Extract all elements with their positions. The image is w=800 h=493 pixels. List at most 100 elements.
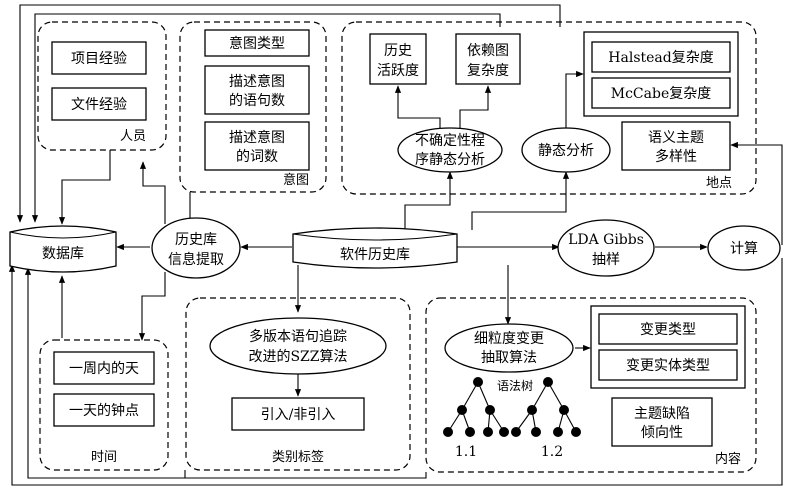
- arrow-location-to-database: [31, 13, 501, 223]
- szz-ellipse: [209, 317, 387, 375]
- hour-of-day-box: [53, 393, 155, 427]
- fine-grained-label-2: 抽取算法: [481, 350, 537, 366]
- arrow-people-to-database: [58, 150, 111, 225]
- time-group: 一周内的天 一天的钟点 时间: [39, 339, 169, 471]
- topic-defect-label-2: 倾向性: [641, 425, 683, 441]
- mccabe-label: McCabe复杂度: [611, 85, 711, 102]
- intent-words-box: [204, 121, 310, 171]
- history-activity-box: [369, 33, 427, 85]
- dependency-complexity-label-2: 复杂度: [467, 62, 509, 79]
- arrow-extract-to-people: [139, 161, 166, 224]
- location-group: 历史 活跃度 依赖图 复杂度 不确定性程 序静态分析 静态分析 Halstead…: [341, 21, 757, 195]
- history-activity-label-1: 历史: [384, 43, 412, 59]
- change-type-label: 变更类型: [640, 322, 696, 338]
- history-extract: 历史库 信息提取: [151, 217, 241, 279]
- time-title: 时间: [91, 450, 117, 465]
- project-experience-box: [51, 41, 147, 75]
- intent-dashed-border: [179, 21, 327, 193]
- intro-box: [231, 397, 365, 431]
- intent-title: 意图: [283, 172, 309, 188]
- people-title: 人员: [120, 129, 146, 144]
- arrow-category-to-database: [24, 267, 186, 479]
- people-group: 项目经验 文件经验 人员: [37, 21, 167, 151]
- history-extract-ellipse: [151, 217, 241, 279]
- syntax-tree-2: [511, 377, 581, 437]
- change-type-box: [598, 313, 738, 345]
- compute: 计算: [707, 225, 781, 271]
- tree-label-1: 1.1: [455, 444, 477, 460]
- arrow-uncertain-to-dependency: [459, 85, 492, 128]
- software-repo-rim: [292, 233, 458, 241]
- project-experience-label: 项目经验: [71, 51, 127, 67]
- semantic-diversity-label-1: 语义主题: [648, 130, 704, 146]
- intent-words-label-2: 的词数: [236, 149, 278, 165]
- database-label: 数据库: [42, 246, 84, 262]
- syntax-tree-label: 语法树: [497, 378, 533, 393]
- file-experience-box: [51, 87, 147, 121]
- halstead-box: [591, 41, 731, 73]
- static-analysis-ellipse: [521, 127, 611, 173]
- arrow-compute-to-semantic: [730, 141, 783, 245]
- software-repo: 软件历史库: [292, 227, 458, 269]
- content-dashed-border: [425, 297, 757, 473]
- history-activity-label-2: 活跃度: [377, 63, 419, 79]
- location-dashed-border: [341, 21, 757, 195]
- time-dashed-border: [39, 339, 169, 471]
- file-experience-label: 文件经验: [71, 97, 127, 113]
- arrow-extract-to-time: [138, 272, 166, 341]
- change-entity-type-box: [598, 349, 738, 381]
- category-group: 多版本语句追踪 改进的SZZ算法 引入/非引入 类别标签: [185, 297, 411, 471]
- intro-label: 引入/非引入: [261, 407, 336, 423]
- intent-sentences-label-2: 的语句数: [229, 93, 285, 109]
- content-group: 细粒度变更 抽取算法 语法树 1.1: [425, 297, 757, 473]
- szz-label-2: 改进的SZZ算法: [248, 349, 347, 365]
- arrow-static-to-complexity: [565, 70, 584, 128]
- tree-label-2: 1.2: [541, 444, 563, 460]
- intent-words-label-1: 描述意图: [229, 129, 285, 146]
- database-cylinder-rim: [9, 231, 117, 239]
- uncertain-analysis-ellipse: [397, 127, 503, 173]
- dependency-complexity-label-1: 依赖图: [467, 43, 509, 59]
- mccabe-box: [591, 77, 731, 109]
- intent-type-label: 意图类型: [229, 35, 285, 52]
- history-extract-label-2: 信息提取: [168, 251, 224, 268]
- database-cylinder: [9, 225, 117, 273]
- intent-group: 意图类型 描述意图 的语句数 描述意图 的词数 意图: [179, 21, 327, 193]
- category-dashed-border: [185, 297, 411, 471]
- day-of-week-label: 一周内的天: [69, 361, 139, 377]
- fine-grained-label-1: 细粒度变更: [474, 331, 544, 347]
- dependency-complexity-box: [455, 33, 521, 85]
- arrow-top-to-database: [16, 4, 561, 223]
- arrow-repo-to-uncertain: [404, 171, 454, 230]
- intent-sentences-label-1: 描述意图: [229, 73, 285, 90]
- static-analysis-label: 静态分析: [538, 143, 594, 159]
- intent-sentences-box: [204, 65, 310, 115]
- line-content-to-database: [185, 472, 427, 479]
- change-entity-type-label: 变更实体类型: [626, 358, 710, 374]
- intent-type-box: [204, 29, 310, 57]
- topic-defect-box: [611, 397, 713, 447]
- lda-ellipse: [557, 219, 655, 277]
- location-title: 地点: [706, 176, 732, 191]
- software-repo-label: 软件历史库: [340, 247, 410, 263]
- uncertain-analysis-label-2: 序静态分析: [415, 152, 485, 168]
- topic-defect-label-1: 主题缺陷: [634, 406, 690, 422]
- syntax-tree-1: [443, 377, 509, 437]
- arrow-compute-to-database: [8, 258, 783, 486]
- compute-ellipse: [707, 225, 781, 271]
- semantic-diversity-label-2: 多样性: [655, 148, 697, 165]
- category-title: 类别标签: [272, 449, 324, 465]
- connectors: [8, 4, 783, 486]
- arrow-repo-to-static: [471, 171, 570, 230]
- lda: LDA Gibbs 抽样: [557, 219, 655, 277]
- arrow-uncertain-to-activity: [394, 85, 441, 128]
- lda-label-2: 抽样: [592, 252, 620, 268]
- uncertain-analysis-label-1: 不确定性程: [415, 133, 485, 149]
- hour-of-day-label: 一天的钟点: [69, 402, 139, 419]
- content-title: 内容: [715, 451, 741, 467]
- day-of-week-box: [53, 351, 155, 385]
- halstead-label: Halstead复杂度: [608, 49, 713, 66]
- history-extract-label-1: 历史库: [175, 232, 217, 248]
- fine-grained-ellipse: [444, 323, 574, 373]
